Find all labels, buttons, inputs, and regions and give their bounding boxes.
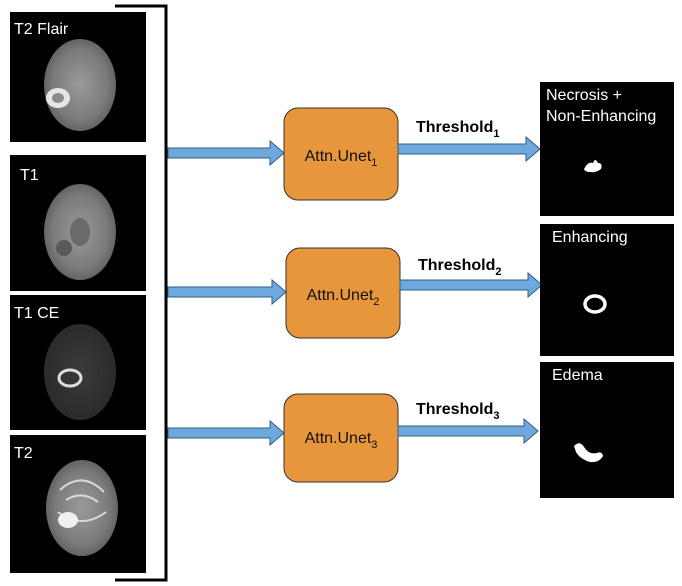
arrow-to-model-2 [167,278,287,306]
segmentation-mask [574,443,603,463]
brain-slice-image [44,39,116,131]
model-label: Attn.Unet2 [307,287,380,308]
threshold-label: Threshold1 [416,119,499,140]
input-panel-t2: T2 [10,435,146,573]
brain-slice-image [46,460,118,556]
output-panel-necrosis: Necrosis + Non-Enhancing [540,82,674,216]
model-label: Attn.Unet1 [305,148,378,169]
output-panel-edema: Edema [540,362,674,498]
input-panel-t2-flair: T2 Flair [10,12,146,142]
enhancing-ring [57,368,83,388]
input-label: T2 [14,445,33,462]
model-box-3: Attn.Unet3 [283,393,399,483]
input-panel-t1-ce: T1 CE [10,295,146,430]
model-box-1: Attn.Unet1 [283,107,399,201]
segmentation-mask [583,294,607,314]
arrow-threshold-1: Threshold1 [397,119,541,163]
arrow-to-model-3 [167,419,285,447]
input-label: T1 CE [14,305,59,322]
output-label: Necrosis + [546,87,622,104]
output-label: Non-Enhancing [546,108,656,125]
segmentation-mask [584,160,602,173]
output-label: Enhancing [552,229,628,246]
input-panel-t1: T1 [10,155,146,291]
arrow-to-model-1 [167,139,285,167]
threshold-label: Threshold3 [416,401,499,422]
input-label: T1 [20,167,39,184]
output-label: Edema [552,367,603,384]
model-box-2: Attn.Unet2 [285,247,401,339]
brain-slice-image [44,324,116,420]
arrow-threshold-3: Threshold3 [397,401,539,445]
model-label: Attn.Unet3 [305,430,378,451]
threshold-label: Threshold2 [418,257,501,278]
arrow-threshold-2: Threshold2 [399,257,543,299]
input-bracket [115,4,168,582]
output-panel-enhancing: Enhancing [540,224,674,356]
input-label: T2 Flair [14,21,69,38]
